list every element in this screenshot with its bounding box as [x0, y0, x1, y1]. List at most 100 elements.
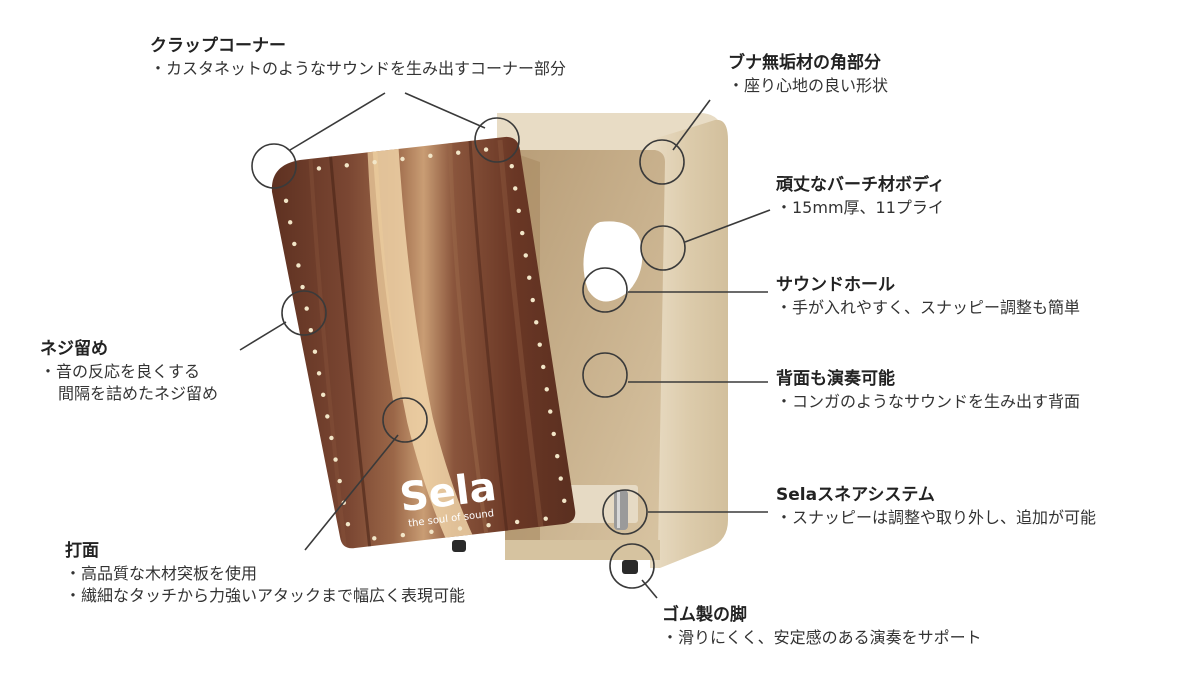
screw: [372, 536, 377, 541]
callouts: [239, 92, 771, 599]
callout-circle-back: [582, 352, 628, 398]
screw: [316, 371, 322, 376]
annotation-snare-system: Selaスネアシステム ・スナッピーは調整や取り外し、追加が可能: [776, 484, 1096, 529]
screw: [520, 230, 525, 236]
screw: [296, 263, 301, 268]
sound-hole: [583, 221, 643, 302]
callout-circle-soundhole: [582, 267, 628, 313]
screw: [513, 186, 518, 191]
screw: [551, 431, 556, 437]
screw: [400, 156, 405, 162]
screw: [300, 284, 305, 290]
snare-adjuster: [614, 490, 628, 530]
screw: [516, 208, 521, 213]
annotation-line: ・手が入れやすく、スナッピー調整も簡単: [776, 297, 1081, 317]
annotation-line: 間隔を詰めたネジ留め: [58, 383, 219, 403]
callout-line-clap-right: [404, 92, 486, 129]
callout-circle-clap-right: [474, 117, 520, 163]
rubber-foot-left: [452, 540, 466, 552]
screw: [337, 478, 342, 484]
callout-circle-birch: [640, 225, 686, 271]
screw: [483, 147, 489, 152]
annotation-title: 頑丈なバーチ材ボディ: [776, 175, 945, 195]
screw: [325, 414, 330, 419]
annotation-birch-body: 頑丈なバーチ材ボディ ・15mm厚、11プライ: [776, 174, 945, 219]
annotation-line: ・音の反応を良くする: [40, 361, 201, 381]
screw: [555, 454, 560, 459]
annotation-back-playable: 背面も演奏可能 ・コンガのようなサウンドを生み出す背面: [776, 368, 1080, 413]
screw: [333, 457, 338, 462]
annotation-sound-hole: サウンドホール ・手が入れやすく、スナッピー調整も簡単: [776, 274, 1080, 319]
tapa-wood-grain: [308, 139, 548, 549]
callout-line-clap-left: [289, 92, 386, 151]
callout-line-screws: [239, 321, 287, 351]
screw: [457, 526, 463, 531]
screw: [527, 275, 532, 280]
screw: [372, 159, 377, 165]
annotation-line: ・カスタネットのようなサウンドを生み出すコーナー部分: [150, 58, 567, 78]
callout-circle-screws: [281, 290, 327, 336]
screw: [329, 435, 334, 441]
screw: [428, 153, 433, 159]
annotation-title: ネジ留め: [40, 339, 108, 359]
screw: [548, 409, 553, 414]
screw: [486, 523, 491, 528]
screw: [292, 241, 297, 247]
screw: [514, 519, 520, 525]
screw: [534, 320, 539, 325]
annotation-screws: ネジ留め ・音の反応を良くする 間隔を詰めたネジ留め: [40, 338, 218, 404]
screw: [509, 163, 514, 169]
screw: [320, 392, 326, 398]
cajon-base: [505, 540, 660, 560]
annotation-rubber-feet: ゴム製の脚 ・滑りにくく、安定感のある演奏をサポート: [662, 604, 982, 649]
annotation-title: Selaスネアシステム: [776, 485, 935, 505]
cajon-right-side: [650, 119, 728, 568]
screw: [530, 297, 535, 303]
annotation-line: ・15mm厚、11プライ: [776, 197, 944, 217]
screw: [543, 516, 548, 521]
callout-circle-clap-left: [251, 143, 297, 189]
screw: [345, 522, 351, 527]
screw: [312, 349, 318, 354]
annotation-title: 背面も演奏可能: [776, 369, 895, 389]
annotation-title: クラップコーナー: [150, 36, 286, 56]
screw: [456, 150, 461, 155]
screw: [537, 342, 542, 347]
annotation-title: ブナ無垢材の角部分: [728, 53, 881, 73]
callout-circle-snare: [602, 489, 648, 535]
screw: [429, 529, 434, 534]
screw: [283, 198, 289, 203]
callout-line-beech: [672, 99, 711, 151]
annotation-tapa: 打面 ・高品質な木材突板を使用 ・繊細なタッチから力強いアタックまで幅広く表現可…: [65, 540, 465, 606]
callout-circle-beech: [639, 139, 685, 185]
screw: [541, 364, 546, 370]
screw: [558, 476, 563, 481]
snare-adjuster-highlight: [617, 492, 620, 528]
rubber-foot-right: [622, 560, 638, 574]
callout-circle-feet: [609, 543, 655, 589]
annotation-line: ・スナッピーは調整や取り外し、追加が可能: [776, 507, 1097, 527]
screw: [400, 532, 406, 538]
annotation-line: ・繊細なタッチから力強いアタックまで幅広く表現可能: [65, 585, 466, 605]
tapa-screws: [283, 147, 567, 541]
screw: [287, 220, 293, 225]
annotation-title: サウンドホール: [776, 275, 895, 295]
screw: [523, 253, 528, 258]
annotation-line: ・滑りにくく、安定感のある演奏をサポート: [662, 627, 982, 647]
annotation-line: ・コンガのようなサウンドを生み出す背面: [776, 391, 1081, 411]
annotation-title: ゴム製の脚: [662, 605, 747, 625]
callout-line-birch: [684, 209, 771, 243]
annotation-title: 打面: [65, 541, 99, 561]
callout-circle-tapa: [382, 397, 428, 443]
screw: [344, 163, 349, 168]
screw: [316, 166, 322, 171]
screw: [562, 498, 567, 504]
callout-line-tapa: [304, 434, 399, 551]
annotation-beech-corner: ブナ無垢材の角部分 ・座り心地の良い形状: [728, 52, 888, 97]
annotation-line: ・高品質な木材突板を使用: [65, 563, 258, 583]
screw: [304, 306, 309, 311]
screw: [308, 327, 314, 333]
screw: [544, 387, 549, 392]
tapa-panel: Sela the soul of sound: [271, 136, 576, 549]
